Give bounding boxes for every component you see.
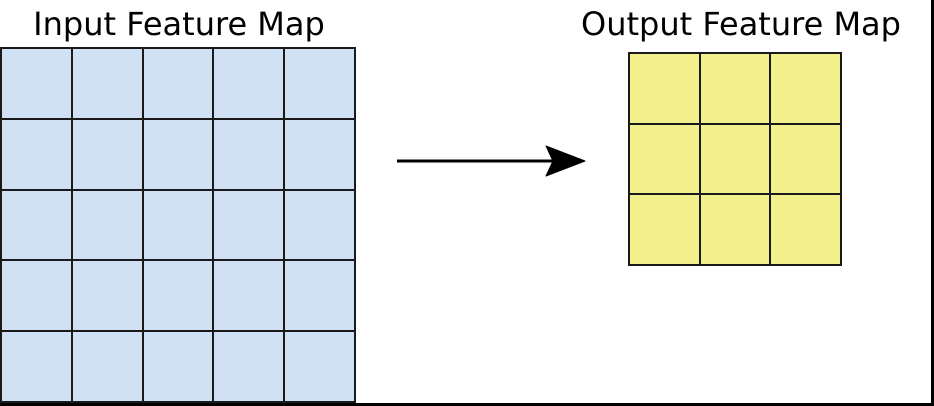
right-arrow-icon (397, 145, 586, 177)
grid-cell (770, 123, 841, 195)
grid-cell (629, 123, 700, 195)
grid-cell (629, 194, 700, 265)
input-feature-map-title: Input Feature Map (33, 5, 325, 43)
grid-cell (1, 48, 72, 119)
grid-cell (284, 48, 355, 119)
grid-cell (1, 189, 72, 261)
grid-cell (213, 48, 285, 119)
grid-cell (71, 48, 143, 119)
grid-cell (142, 118, 214, 190)
grid-cell (213, 118, 285, 190)
grid-cell (142, 331, 214, 402)
grid-cell (1, 331, 72, 402)
grid-cell (284, 189, 355, 261)
grid-cell (71, 189, 143, 261)
grid-cell (142, 189, 214, 261)
grid-cell (699, 53, 771, 124)
output-feature-map-grid (628, 52, 842, 266)
grid-cell (142, 48, 214, 119)
grid-cell (1, 260, 72, 332)
input-feature-map-grid (0, 47, 356, 403)
grid-cell (284, 260, 355, 332)
grid-cell (213, 331, 285, 402)
grid-cell (629, 53, 700, 124)
grid-cell (213, 189, 285, 261)
grid-cell (284, 331, 355, 402)
grid-cell (213, 260, 285, 332)
grid-cell (71, 260, 143, 332)
output-feature-map-title: Output Feature Map (581, 5, 901, 43)
grid-cell (770, 194, 841, 265)
grid-cell (284, 118, 355, 190)
grid-cell (699, 123, 771, 195)
grid-cell (770, 53, 841, 124)
grid-cell (142, 260, 214, 332)
grid-cell (699, 194, 771, 265)
grid-cell (1, 118, 72, 190)
grid-cell (71, 331, 143, 402)
grid-cell (71, 118, 143, 190)
